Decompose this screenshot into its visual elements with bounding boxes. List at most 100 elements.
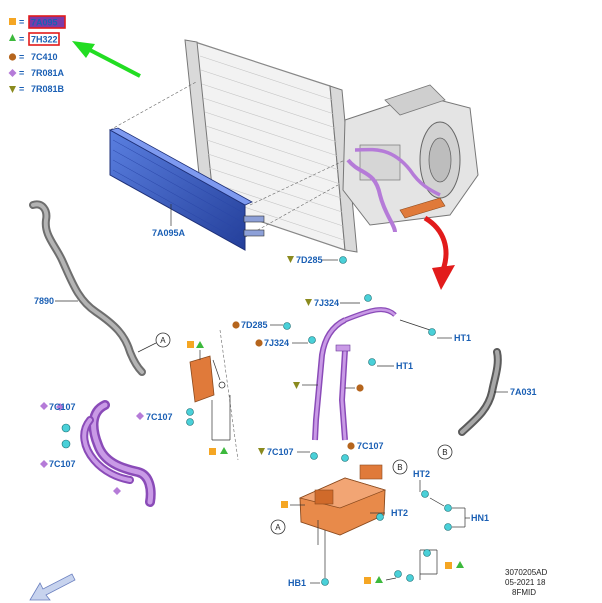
marker-diamond-tl-2 bbox=[40, 402, 48, 410]
legend-part-7R081A: 7R081A bbox=[31, 68, 65, 78]
legend-equals-5: = bbox=[19, 84, 24, 94]
legend-highlight-box-2 bbox=[28, 32, 60, 46]
marker-square-center bbox=[187, 341, 194, 348]
marker-circle-lower bbox=[347, 442, 355, 450]
marker-circle-mid bbox=[232, 321, 240, 329]
marker-tri-down-top bbox=[287, 256, 294, 263]
callout-a-top: A bbox=[160, 336, 166, 345]
callout-circle-a-bottom bbox=[270, 519, 286, 535]
marker-square-lower bbox=[281, 501, 288, 508]
clamp-icon bbox=[406, 574, 414, 582]
tubes-purple-center bbox=[312, 307, 397, 441]
label-7C107-right-2: 7C107 bbox=[357, 441, 384, 451]
marker-triangle-lr-2 bbox=[375, 576, 383, 583]
legend-circle-symbol bbox=[8, 53, 17, 61]
clamp-icon bbox=[61, 439, 71, 449]
callout-circle-b-mid bbox=[392, 459, 408, 475]
footer-doc-number: 3070205AD bbox=[505, 568, 547, 577]
green-pointer-arrow bbox=[72, 41, 141, 78]
footer-model: 8FMID bbox=[512, 588, 536, 597]
legend-square-symbol bbox=[9, 18, 16, 25]
clamp-icon bbox=[428, 328, 436, 336]
label-7D285-mid: 7D285 bbox=[241, 320, 268, 330]
clamp-icon bbox=[421, 490, 429, 498]
marker-triangle-center-2 bbox=[220, 447, 228, 454]
label-HB1: HB1 bbox=[288, 578, 306, 588]
label-7C107-top-left: 7C107 bbox=[49, 402, 76, 412]
marker-tri-down-lower bbox=[258, 448, 265, 455]
label-cooler-7A095A: 7A095A bbox=[152, 228, 186, 238]
callout-circle-b-right bbox=[437, 444, 453, 460]
legend-part-7C410: 7C410 bbox=[31, 52, 58, 62]
alignment-lines bbox=[109, 81, 346, 461]
label-7C107-bottom-left: 7C107 bbox=[49, 459, 76, 469]
heat-exchanger-orange bbox=[298, 464, 387, 578]
legend-equals-2: = bbox=[19, 34, 24, 44]
marker-tri-down-top-2 bbox=[305, 299, 312, 306]
legend: = = = = = 7A095 7H322 7C410 7R081A 7R081… bbox=[8, 15, 66, 94]
clamp-icon bbox=[283, 322, 291, 330]
hose-purple-left bbox=[80, 400, 156, 507]
callout-b-mid: B bbox=[397, 463, 402, 472]
marker-diamond-lower bbox=[113, 487, 121, 495]
marker-triangle-center bbox=[196, 341, 204, 348]
clamp-icon bbox=[321, 578, 329, 586]
marker-tri-down-mid bbox=[293, 382, 300, 389]
label-7D285-top: 7D285 bbox=[296, 255, 323, 265]
clamp-icon bbox=[341, 454, 349, 462]
label-7J324-mid: 7J324 bbox=[264, 338, 289, 348]
clamp-icon bbox=[308, 336, 316, 344]
marker-circle-mid-3 bbox=[356, 384, 364, 392]
marker-triangle-lr bbox=[456, 561, 464, 568]
legend-equals-3: = bbox=[19, 52, 24, 62]
marker-diamond-bl bbox=[40, 460, 48, 468]
marker-square-lr-2 bbox=[364, 577, 371, 584]
legend-equals-4: = bbox=[19, 68, 24, 78]
label-7C107-right-1: 7C107 bbox=[267, 447, 294, 457]
label-HT2-b: HT2 bbox=[391, 508, 408, 518]
label-HT1-top: HT1 bbox=[454, 333, 471, 343]
hose-7A031 bbox=[458, 348, 502, 436]
transmission-fluid-cooler bbox=[108, 127, 265, 251]
front-direction-arrow-icon bbox=[29, 573, 76, 601]
label-hose-7890: 7890 bbox=[34, 296, 54, 306]
legend-equals-1: = bbox=[19, 17, 24, 27]
clamp-icon bbox=[310, 452, 318, 460]
clamp-icon bbox=[339, 256, 347, 264]
label-HN1: HN1 bbox=[471, 513, 489, 523]
legend-diamond-symbol bbox=[8, 69, 17, 77]
callout-b-right: B bbox=[442, 448, 447, 457]
hose-7890 bbox=[29, 200, 146, 376]
legend-highlight-box-1 bbox=[28, 15, 66, 29]
label-HT1-mid: HT1 bbox=[396, 361, 413, 371]
marker-circle-mid-2 bbox=[255, 339, 263, 347]
label-7J324-top: 7J324 bbox=[314, 298, 339, 308]
clamp-icon bbox=[394, 570, 402, 578]
callout-circle-a-top bbox=[155, 332, 171, 348]
footer-date: 05-2021 18 bbox=[505, 578, 546, 587]
label-7C107-center: 7C107 bbox=[146, 412, 173, 422]
legend-part-7A095: 7A095 bbox=[31, 18, 58, 28]
callout-a-bottom: A bbox=[275, 523, 281, 532]
marker-diamond-tl bbox=[56, 403, 64, 411]
marker-square-center-2 bbox=[209, 448, 216, 455]
clamp-icon bbox=[444, 504, 452, 512]
clamp-icon bbox=[444, 523, 452, 531]
legend-triangle-symbol bbox=[9, 34, 16, 41]
label-HT2-a: HT2 bbox=[413, 469, 430, 479]
clamp-icon bbox=[376, 513, 384, 521]
legend-part-7R081B: 7R081B bbox=[31, 84, 65, 94]
bracket-orange-center bbox=[189, 350, 231, 441]
marker-square-lr bbox=[445, 562, 452, 569]
red-direction-arrow bbox=[423, 215, 455, 290]
clamp-icon bbox=[186, 418, 194, 426]
clamp-icon bbox=[61, 423, 71, 433]
marker-diamond-center bbox=[136, 412, 144, 420]
transmission bbox=[342, 84, 479, 233]
clamp-icon bbox=[368, 358, 376, 366]
legend-triangle-down-symbol bbox=[9, 86, 16, 93]
clamp-icon bbox=[186, 408, 194, 416]
clamp-icon bbox=[423, 549, 431, 557]
legend-part-7H322: 7H322 bbox=[31, 35, 58, 45]
